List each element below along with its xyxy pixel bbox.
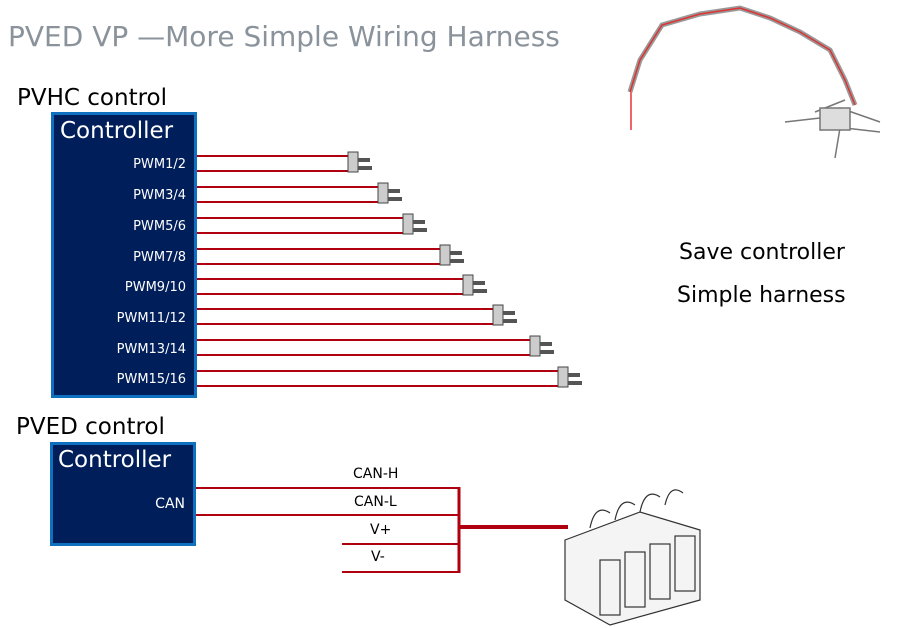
pwm-label: PWM15/16 — [116, 372, 186, 387]
pwm-label: PWM5/6 — [133, 219, 186, 234]
pved-controller-label: Controller — [58, 447, 172, 473]
pwm-label: PWM13/14 — [116, 342, 186, 357]
pved-controller-box: Controller CAN — [50, 442, 196, 546]
bus-label-can-h: CAN-H — [353, 466, 399, 482]
pvhc-section-label: PVHC control — [17, 85, 167, 111]
slide-title: PVED VP —More Simple Wiring Harness — [8, 20, 560, 53]
pvhc-connector-icon — [529, 335, 554, 357]
pwm-label: PWM11/12 — [116, 311, 186, 326]
pwm-label: PWM3/4 — [133, 188, 186, 203]
pvhc-connector-icon — [347, 151, 372, 173]
benefit-save-controller: Save controller — [679, 240, 845, 265]
pwm-label: PWM9/10 — [124, 280, 186, 295]
bus-label-v-plus: V+ — [370, 522, 392, 538]
pved-section-label: PVED control — [16, 414, 165, 440]
pvhc-connector-icon — [557, 366, 582, 388]
pvhc-connector-icon — [439, 244, 464, 266]
benefit-simple-harness: Simple harness — [677, 283, 846, 308]
pvhc-connector-icon — [377, 182, 402, 204]
pwm-label: PWM7/8 — [133, 250, 186, 265]
pvhc-connector-icon — [402, 213, 427, 235]
pvhc-connector-icon — [492, 304, 517, 326]
pvhc-controller-label: Controller — [60, 118, 174, 144]
bus-label-v-minus: V- — [371, 549, 385, 565]
can-port-label: CAN — [155, 496, 185, 512]
bus-label-can-l: CAN-L — [354, 494, 397, 510]
pvhc-controller-box: Controller PWM1/2 PWM3/4 PWM5/6 PWM7/8 P… — [51, 112, 197, 398]
pwm-label: PWM1/2 — [133, 157, 186, 172]
pvhc-connector-icon — [462, 274, 487, 296]
